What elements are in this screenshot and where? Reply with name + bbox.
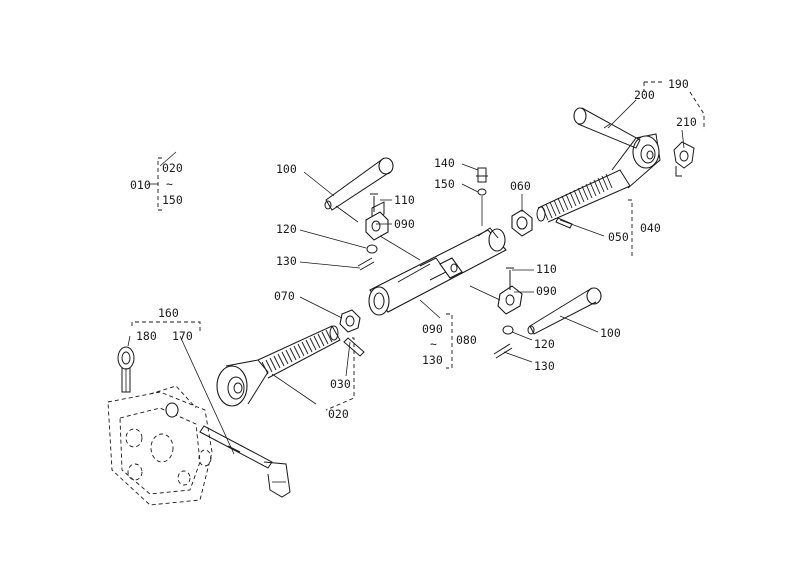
clamp-090-left	[365, 193, 421, 261]
label-090-left: 090	[394, 217, 415, 231]
label-100-right: 100	[600, 326, 621, 340]
label-090-bottom: 090	[422, 322, 443, 336]
nut-070	[339, 309, 361, 333]
label-110-right: 110	[536, 262, 557, 276]
label-050: 050	[608, 230, 629, 244]
pin-050	[555, 217, 573, 229]
mounting-bracket	[107, 385, 213, 506]
label-110-left: 110	[394, 193, 415, 207]
label-070: 070	[274, 289, 295, 303]
label-040: 040	[640, 221, 661, 235]
label-130-bottom: 130	[422, 353, 443, 367]
label-180: 180	[136, 329, 157, 343]
label-010: 010	[130, 178, 151, 192]
label-080: 080	[456, 333, 477, 347]
pin-100-left	[324, 157, 394, 223]
label-150: 150	[162, 193, 183, 207]
label-190: 190	[668, 77, 689, 91]
part-labels: 010 020 ~ 150 100 110 090 120 130 070 14…	[130, 77, 697, 421]
split-pin-130-right	[493, 343, 513, 359]
clamp-090-right	[469, 267, 523, 315]
pin-030	[343, 337, 365, 357]
washer-120-right	[502, 325, 514, 335]
label-160: 160	[158, 306, 179, 320]
nut-060	[511, 209, 533, 237]
label-130-right: 130	[534, 359, 555, 373]
top-link-tube	[368, 227, 507, 316]
group-brackets	[131, 81, 705, 411]
label-120-left: 120	[276, 222, 297, 236]
label-200: 200	[634, 88, 655, 102]
grease-nipple-140	[476, 167, 488, 226]
label-020-top: 020	[162, 161, 183, 175]
lower-thread	[261, 329, 333, 375]
split-pin-130-left	[357, 257, 375, 271]
label-060: 060	[510, 179, 531, 193]
pin-170	[199, 425, 291, 498]
label-130-left: 130	[276, 254, 297, 268]
label-090-right: 090	[536, 284, 557, 298]
label-210: 210	[676, 115, 697, 129]
lynch-pin-180	[117, 346, 135, 393]
label-150-mid: 150	[434, 177, 455, 191]
label-170: 170	[172, 329, 193, 343]
washer-120-left	[366, 244, 378, 254]
upper-rod-end-assembly	[536, 133, 661, 223]
label-120-right: 120	[534, 337, 555, 351]
pin-200	[573, 107, 641, 149]
label-020-bottom: 020	[328, 407, 349, 421]
leader-lines	[127, 99, 685, 455]
lower-rod-end-assembly	[216, 325, 341, 407]
label-tilde-080: ~	[430, 337, 437, 351]
lock-pin-210	[673, 141, 695, 177]
label-tilde-010: ~	[166, 177, 173, 191]
label-030: 030	[330, 377, 351, 391]
label-140: 140	[434, 156, 455, 170]
label-100-left: 100	[276, 162, 297, 176]
upper-thread	[541, 173, 613, 221]
